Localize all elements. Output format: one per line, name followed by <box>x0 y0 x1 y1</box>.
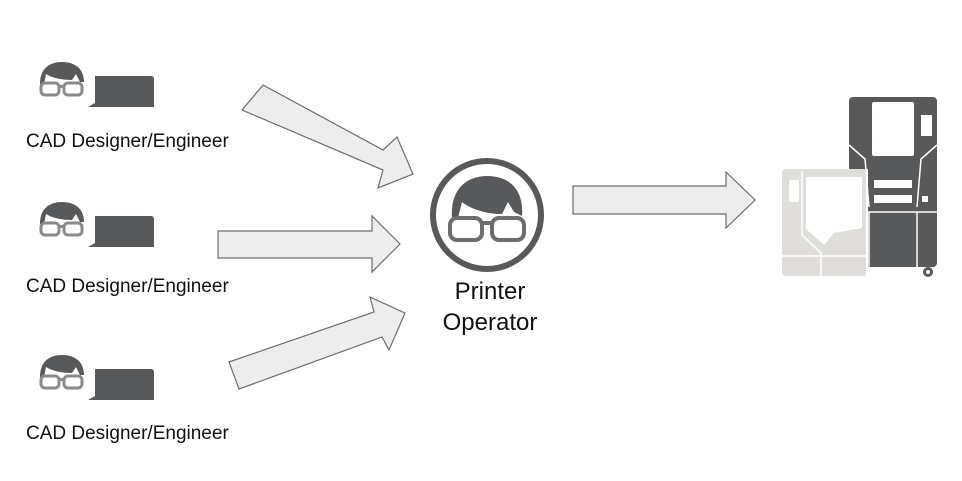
operator-label-line2: Operator <box>442 309 538 336</box>
operator-label-line1: Printer <box>454 278 526 305</box>
arrow-designer2-to-operator <box>217 214 401 274</box>
operator-node <box>428 156 546 274</box>
designer-label: CAD Designer/Engineer <box>26 131 229 152</box>
designer-with-laptop-icon <box>39 355 154 400</box>
printer-dark-unit <box>848 97 938 277</box>
operator-label: Printer Operator <box>420 276 560 338</box>
designer-label: CAD Designer/Engineer <box>26 276 229 297</box>
designer-label: CAD Designer/Engineer <box>26 423 229 444</box>
arrow-operator-to-printer <box>572 170 756 230</box>
designer-with-laptop-icon <box>39 62 154 107</box>
operator-avatar-icon <box>430 158 544 272</box>
arrow-designer3-to-operator <box>228 295 406 390</box>
arrow-designer1-to-operator <box>241 84 414 190</box>
printer-node <box>776 95 946 280</box>
3d-printer-icon <box>782 97 938 277</box>
designer-node-2: CAD Designer/Engineer <box>24 200 254 300</box>
designer-node-3: CAD Designer/Engineer <box>24 353 254 453</box>
printer-light-unit <box>782 169 868 276</box>
designer-node-1: CAD Designer/Engineer <box>24 60 254 160</box>
designer-with-laptop-icon <box>39 202 154 247</box>
